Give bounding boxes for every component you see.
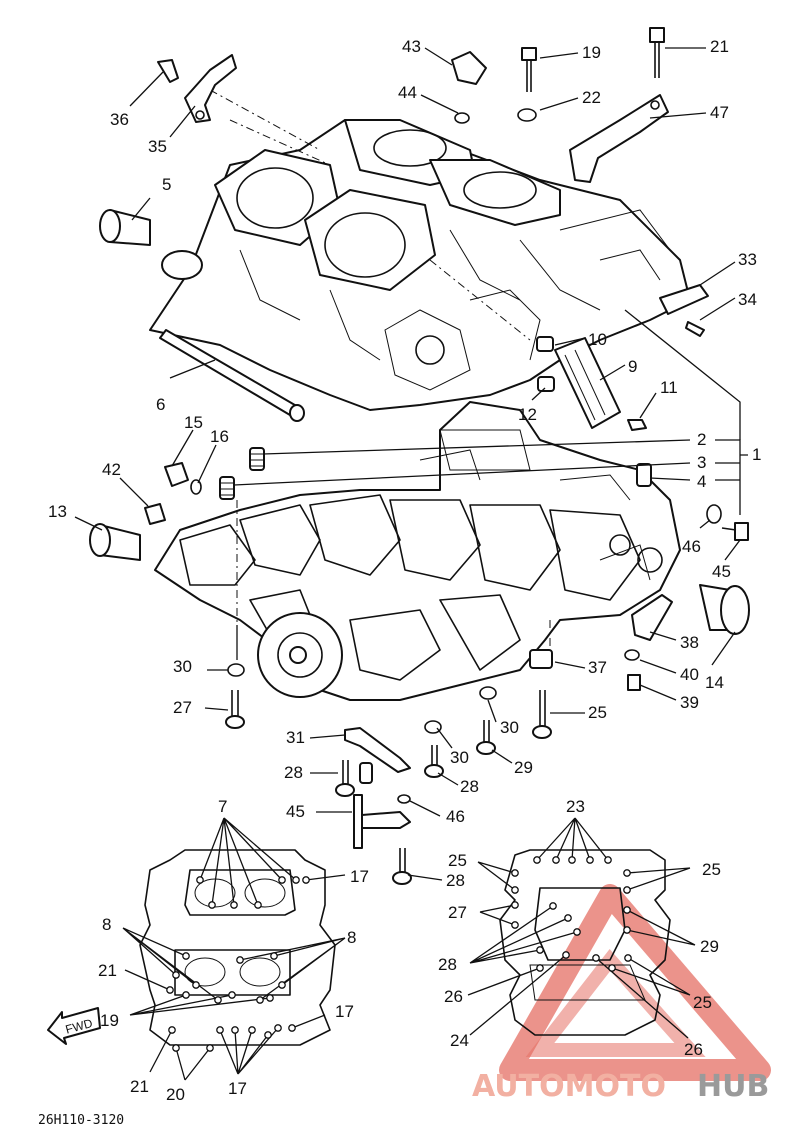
callout-23: 23 — [566, 797, 585, 816]
upper-crankcase — [149, 89, 691, 429]
callout-17b: 17 — [228, 1079, 247, 1098]
upper-case-bolt-pattern — [139, 849, 336, 1046]
lower-bolts — [225, 663, 552, 885]
callout-34: 35 — [148, 137, 167, 156]
callout-39: 40 — [680, 665, 699, 684]
plug-15 — [144, 462, 202, 525]
callout-27b: 27 — [448, 903, 467, 922]
callout-2: 2 — [697, 430, 706, 449]
callout-labels: 43 19 21 44 22 47 36 35 5 33 34 10 9 11 … — [38, 37, 761, 1128]
callout-25a: 25 — [588, 703, 607, 722]
callout-19b: 19 — [100, 1011, 119, 1030]
callout-28a: 28 — [284, 763, 303, 782]
callout-17a: 17 — [350, 867, 369, 886]
callout-43: 45 — [712, 562, 731, 581]
automotohub-watermark-logo — [499, 884, 771, 1081]
watermark-text-orange: AUTOMOTO — [472, 1069, 666, 1104]
callout-21c: 21 — [130, 1077, 149, 1096]
callout-22: 22 — [582, 88, 601, 107]
callout-42: 44 — [398, 83, 417, 102]
bolt-pattern-dots — [166, 856, 632, 1052]
bolt-21 — [649, 27, 665, 78]
callout-28b: 28 — [460, 777, 479, 796]
callout-1: 1 — [752, 445, 761, 464]
callout-26b: 26 — [684, 1040, 703, 1059]
watermark-text-gray: HUB — [697, 1069, 769, 1104]
callout-27a: 27 — [173, 698, 192, 717]
callout-35: 36 — [110, 110, 129, 129]
callout-31: 31 — [286, 728, 305, 747]
bolt-pattern-leaders — [122, 817, 696, 1081]
fwd-arrow: FWD — [47, 1007, 101, 1045]
callout-4: 4 — [697, 472, 706, 491]
drawing-code: 26H110-3120 — [38, 1113, 124, 1128]
lower-crankcase — [154, 401, 681, 701]
screw-11 — [627, 419, 647, 431]
callout-14: 14 — [705, 673, 724, 692]
oil-filler-cap-41 — [451, 51, 487, 124]
callout-32: 33 — [738, 250, 757, 269]
bolt-19 — [517, 47, 537, 122]
callout-44: 46 — [682, 537, 701, 556]
callout-40: 42 — [102, 460, 121, 479]
callout-29b: 29 — [700, 937, 719, 956]
callout-18: 17 — [335, 1002, 354, 1021]
pipe-45 — [353, 794, 411, 849]
callout-28d: 28 — [438, 955, 457, 974]
clip-37 — [624, 594, 673, 691]
callout-21b: 21 — [98, 961, 117, 980]
callout-26a: 26 — [444, 987, 463, 1006]
callout-11: 11 — [660, 378, 678, 397]
callout-41: 43 — [402, 37, 421, 56]
automotohub-watermark-text: AUTOMOTO HUB — [472, 1069, 769, 1104]
callout-12: 12 — [518, 405, 537, 424]
callout-47: 47 — [710, 103, 729, 122]
callout-21: 21 — [710, 37, 729, 56]
callout-5: 5 — [162, 175, 171, 194]
callout-45: 45 — [286, 802, 305, 821]
callout-30b: 30 — [500, 718, 519, 737]
callout-16: 16 — [210, 427, 229, 446]
callout-3: 3 — [697, 453, 706, 472]
oil-seal-sleeve-5 — [99, 209, 203, 280]
callout-9: 9 — [628, 357, 637, 376]
callout-13: 13 — [48, 502, 67, 521]
end-cap-14 — [699, 584, 750, 635]
callout-37: 38 — [680, 633, 699, 652]
callout-20: 20 — [166, 1085, 185, 1104]
callout-6: 6 — [156, 395, 165, 414]
callout-8a: 8 — [102, 915, 111, 934]
callout-8b: 8 — [347, 928, 356, 947]
bracket-31 — [344, 727, 411, 773]
callout-28c: 28 — [446, 871, 465, 890]
callout-33: 34 — [738, 290, 757, 309]
callout-10: 10 — [588, 330, 607, 349]
callout-29a: 29 — [514, 758, 533, 777]
callout-25c: 25 — [702, 860, 721, 879]
callout-46: 46 — [446, 807, 465, 826]
callout-19: 19 — [582, 43, 601, 62]
bracket-34 — [157, 54, 237, 123]
leader-lines — [74, 47, 748, 881]
callout-7: 7 — [218, 797, 227, 816]
bracket-47 — [569, 94, 669, 183]
callout-30a: 30 — [173, 657, 192, 676]
callout-15: 15 — [184, 413, 203, 432]
callout-25b: 25 — [448, 851, 467, 870]
callout-38: 39 — [680, 693, 699, 712]
callout-25d: 25 — [693, 993, 712, 1012]
tube-6 — [159, 329, 305, 422]
oil-seal-sleeve-13 — [89, 523, 141, 561]
callout-36: 37 — [588, 658, 607, 677]
bolt-43 — [706, 504, 749, 541]
fwd-label: FWD — [64, 1016, 94, 1037]
callout-30c: 30 — [450, 748, 469, 767]
plate-32 — [659, 284, 709, 337]
callout-24: 24 — [450, 1031, 469, 1050]
